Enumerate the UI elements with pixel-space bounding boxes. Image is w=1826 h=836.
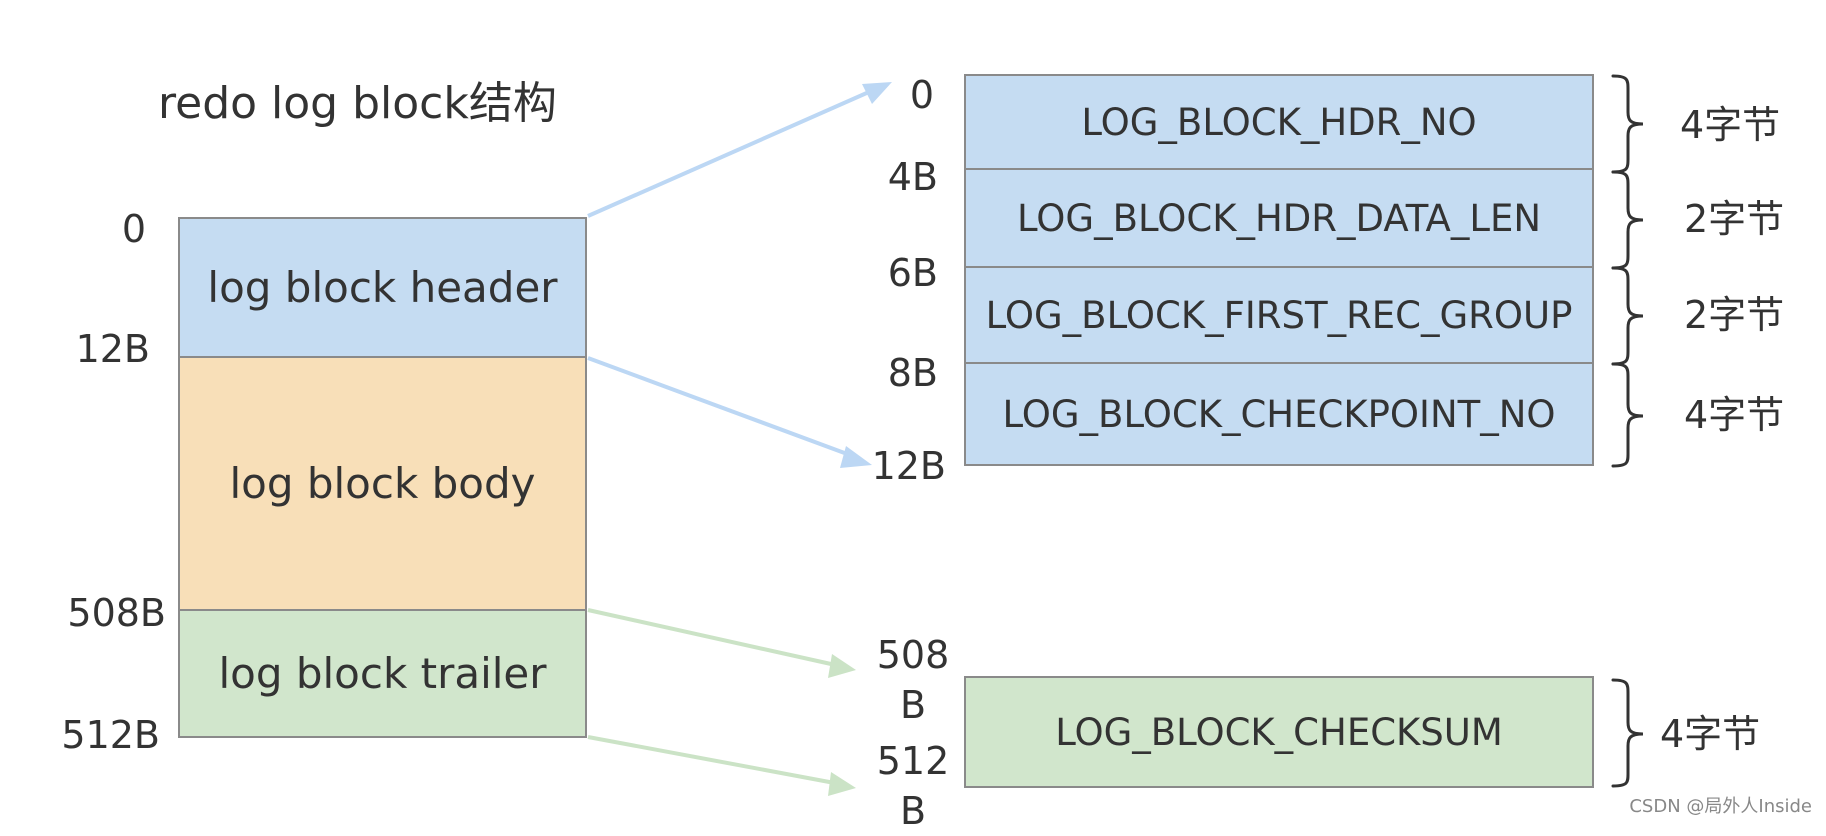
hdr-offset-4b: 4B — [887, 155, 938, 199]
trailer-offset-512b: 512 B — [868, 736, 958, 836]
size-first-rec-group: 2字节 — [1684, 293, 1785, 337]
arrowhead-trailer-top — [828, 654, 856, 678]
log-block-trailer-label: log block trailer — [218, 649, 547, 698]
hdr-offset-6b: 6B — [887, 251, 938, 295]
hdr-offset-0: 0 — [909, 73, 934, 117]
field-checkpoint-no: LOG_BLOCK_CHECKPOINT_NO — [964, 362, 1594, 466]
log-block-trailer: log block trailer — [178, 609, 587, 738]
brace-hdr-data-len — [1611, 170, 1644, 270]
arrow-trailer-top — [587, 608, 841, 668]
brace-first-rec-group — [1611, 266, 1644, 366]
field-checkpoint-no-label: LOG_BLOCK_CHECKPOINT_NO — [1002, 392, 1556, 436]
arrowhead-header-bottom — [840, 446, 872, 468]
field-hdr-no-label: LOG_BLOCK_HDR_NO — [1081, 100, 1477, 144]
field-first-rec-group-label: LOG_BLOCK_FIRST_REC_GROUP — [985, 293, 1573, 337]
size-hdr-data-len: 2字节 — [1684, 197, 1785, 241]
field-hdr-no: LOG_BLOCK_HDR_NO — [964, 74, 1594, 170]
offset-508b: 508B — [67, 591, 166, 635]
field-checksum-label: LOG_BLOCK_CHECKSUM — [1055, 710, 1503, 754]
field-checksum: LOG_BLOCK_CHECKSUM — [964, 676, 1594, 788]
field-hdr-data-len: LOG_BLOCK_HDR_DATA_LEN — [964, 168, 1594, 268]
offset-0: 0 — [121, 207, 146, 251]
arrow-header-top — [587, 86, 879, 218]
trailer-offset-508b-text: 508 B — [876, 633, 950, 727]
log-block-body-label: log block body — [229, 459, 536, 508]
field-hdr-data-len-label: LOG_BLOCK_HDR_DATA_LEN — [1017, 196, 1541, 240]
log-block-header-label: log block header — [207, 263, 558, 312]
brace-checkpoint-no — [1611, 362, 1644, 468]
watermark: CSDN @局外人Inside — [1629, 796, 1812, 817]
hdr-offset-12b: 12B — [871, 444, 946, 488]
arrow-header-bottom — [587, 356, 859, 460]
log-block-body: log block body — [178, 356, 587, 611]
hdr-offset-8b: 8B — [887, 351, 938, 395]
log-block-header: log block header — [178, 217, 587, 358]
arrow-trailer-bottom — [587, 735, 841, 786]
arrowhead-trailer-bottom — [828, 772, 856, 796]
offset-12b: 12B — [75, 327, 150, 371]
field-first-rec-group: LOG_BLOCK_FIRST_REC_GROUP — [964, 266, 1594, 364]
size-checkpoint-no: 4字节 — [1684, 393, 1785, 437]
trailer-offset-512b-text: 512 B — [876, 739, 950, 833]
size-checksum: 4字节 — [1660, 712, 1761, 756]
offset-512b: 512B — [61, 713, 160, 757]
brace-hdr-no — [1611, 74, 1644, 174]
arrowhead-header-top — [862, 82, 892, 104]
diagram-title: redo log block结构 — [158, 78, 557, 129]
size-hdr-no: 4字节 — [1680, 103, 1781, 147]
brace-checksum — [1611, 678, 1644, 788]
trailer-offset-508b: 508 B — [868, 630, 958, 730]
